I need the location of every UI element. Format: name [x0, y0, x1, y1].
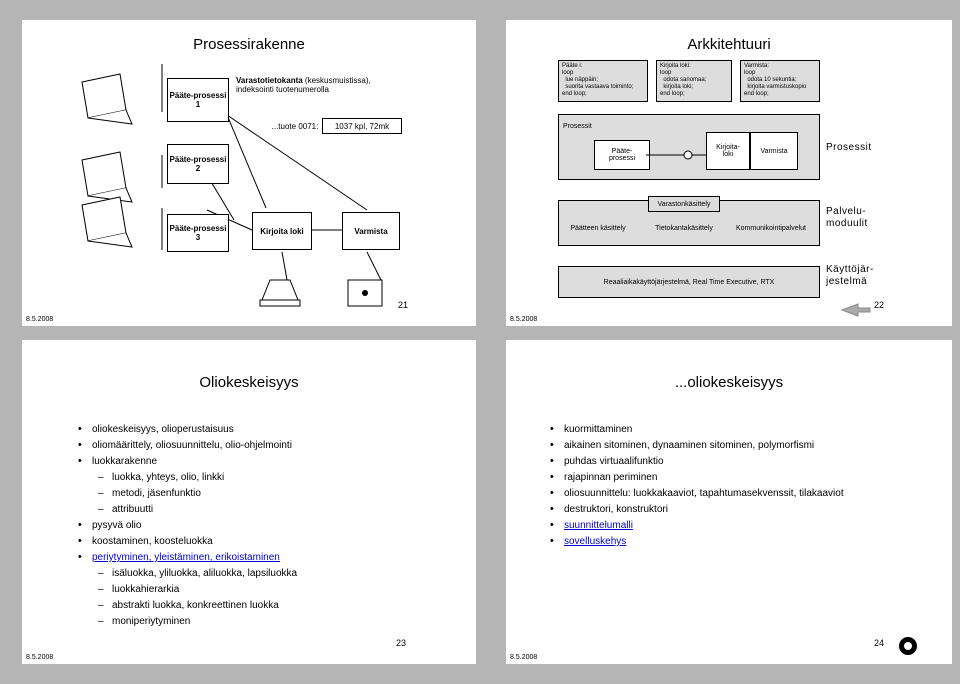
list-item-text: luokkarakenne [92, 456, 158, 467]
list-item-text: oliomäärittely, oliosuunnittelu, olio-oh… [92, 440, 292, 451]
communication-module: Kommunikointipalvelut [726, 218, 816, 238]
slide-title: Prosessirakenne [193, 36, 305, 53]
list-item: kuormittaminen [550, 421, 946, 438]
rtos-layer: Reaaliaikakäyttöjärjestelmä, Real Time E… [558, 266, 820, 298]
list-item[interactable]: periytyminen, yleistäminen, erikoistamin… [78, 549, 468, 566]
log-pseudocode: Kirjoita loki: loop odota sanomaa; kirjo… [656, 60, 732, 102]
product-label: ...tuote 0071: [267, 118, 323, 134]
list-item: luokkarakenne [78, 453, 468, 470]
slide-23: Oliokeskeisyys oliokeskeisyys, olioperus… [22, 340, 476, 664]
list-item: luokka, yhteys, olio, linkki [78, 470, 468, 486]
list-item-text: metodi, jäsenfunktio [112, 488, 201, 499]
list-item: isäluokka, yliluokka, aliluokka, lapsilu… [78, 566, 468, 582]
processes-small-label: Prosessit [563, 123, 592, 130]
logo-icon [899, 637, 917, 655]
os-label: Käyttöjär- jestelmä [826, 264, 874, 287]
list-item-text: destruktori, konstruktori [564, 504, 668, 515]
slide-21: Prosessirakenne Pääte-prosessi 1 Varasto… [22, 20, 476, 326]
list-item-text: puhdas virtuaalifunktio [564, 456, 664, 467]
slide-title: Oliokeskeisyys [199, 374, 299, 391]
list-item: pysyvä olio [78, 517, 468, 534]
list-item: aikainen sitominen, dynaaminen sitominen… [550, 437, 946, 454]
bullet-list: kuormittaminen aikainen sitominen, dynaam… [550, 421, 946, 550]
terminal-process-2: Pääte-prosessi 2 [167, 144, 229, 184]
list-item: oliomäärittely, oliosuunnittelu, olio-oh… [78, 437, 468, 454]
terminal-process-1: Pääte-prosessi 1 [167, 78, 229, 122]
terminal-process-3: Pääte-prosessi 3 [167, 214, 229, 252]
slide-date: 8.5.2008 [26, 654, 54, 661]
write-log-process-box: Kirjoita- loki [706, 132, 750, 170]
backup-pseudocode: Varmista: loop odota 10 sekuntia; kirjoi… [740, 60, 820, 102]
slide-title: Arkkitehtuuri [687, 36, 771, 53]
terminal-pseudocode: Pääte i: loop lue näppäin; suorita vasta… [558, 60, 648, 102]
database-description: Varastotietokanta (keskusmuistissa), ind… [232, 70, 402, 100]
terminal-process-box: Pääte- prosessi [594, 140, 650, 170]
write-log-box: Kirjoita loki [252, 212, 312, 250]
list-item-text: abstrakti luokka, konkreettinen luokka [112, 600, 279, 611]
list-item: abstrakti luokka, konkreettinen luokka [78, 598, 468, 614]
list-item-text: koostaminen, koosteluokka [92, 536, 213, 547]
process-structure-diagram [81, 64, 383, 307]
product-value: 1037 kpl, 72mk [322, 118, 402, 134]
list-item[interactable]: suunnittelumalli [550, 517, 946, 534]
list-item-text: kuormittaminen [564, 424, 633, 435]
list-item-text: moniperiytyminen [112, 616, 191, 627]
list-item[interactable]: sovelluskehys [550, 533, 946, 550]
bullet-list: oliokeskeisyys, olioperustaisuus oliomäär… [78, 421, 468, 630]
list-item-link[interactable]: sovelluskehys [564, 536, 627, 547]
list-item-text: luokkahierarkia [112, 584, 180, 595]
inventory-module: Varastonkäsittely [648, 196, 720, 212]
slide-22: Arkkitehtuuri Pääte i: loop lue näppäin;… [506, 20, 952, 326]
list-item: rajapinnan periminen [550, 469, 946, 486]
list-item: oliosuunnittelu: luokkakaaviot, tapahtum… [550, 485, 946, 502]
list-item: koostaminen, koosteluokka [78, 533, 468, 550]
list-item-text: isäluokka, yliluokka, aliluokka, lapsilu… [112, 568, 298, 579]
backup-process-box: Varmista [750, 132, 798, 170]
list-item-text: oliokeskeisyys, olioperustaisuus [92, 424, 234, 435]
slide-date: 8.5.2008 [510, 316, 538, 323]
list-item-text: pysyvä olio [92, 520, 142, 531]
slide-title: ...oliokeskeisyys [674, 374, 784, 391]
slide-24: ...oliokeskeisyys kuormittaminen aikainen… [506, 340, 952, 664]
backup-box: Varmista [342, 212, 400, 250]
list-item: oliokeskeisyys, olioperustaisuus [78, 421, 468, 438]
list-item: moniperiytyminen [78, 614, 468, 630]
processes-label: Prosessit [826, 142, 872, 153]
architecture-connectors [646, 150, 871, 317]
list-item: puhdas virtuaalifunktio [550, 453, 946, 470]
page-number: 21 [398, 300, 409, 310]
page-number: 23 [396, 638, 407, 648]
page-number: 22 [874, 300, 885, 310]
list-item-text: luokka, yhteys, olio, linkki [112, 472, 225, 483]
list-item-text: attribuutti [112, 504, 154, 515]
list-item: destruktori, konstruktori [550, 501, 946, 518]
terminal-handling-module: Päätteen käsittely [562, 218, 634, 238]
list-item-text: aikainen sitominen, dynaaminen sitominen… [564, 440, 815, 451]
service-modules-label: Palvelu- moduulit [826, 206, 868, 229]
list-item: attribuutti [78, 502, 468, 518]
list-item-text: rajapinnan periminen [564, 472, 658, 483]
list-item: metodi, jäsenfunktio [78, 486, 468, 502]
list-item: luokkahierarkia [78, 582, 468, 598]
slide-date: 8.5.2008 [510, 654, 538, 661]
database-handling-module: Tietokantakäsittely [646, 218, 722, 238]
list-item-link[interactable]: periytyminen, yleistäminen, erikoistamin… [92, 552, 280, 563]
list-item-link[interactable]: suunnittelumalli [564, 520, 633, 531]
slide-date: 8.5.2008 [26, 316, 54, 323]
page-number: 24 [874, 638, 885, 648]
list-item-text: oliosuunnittelu: luokkakaaviot, tapahtum… [564, 488, 844, 499]
